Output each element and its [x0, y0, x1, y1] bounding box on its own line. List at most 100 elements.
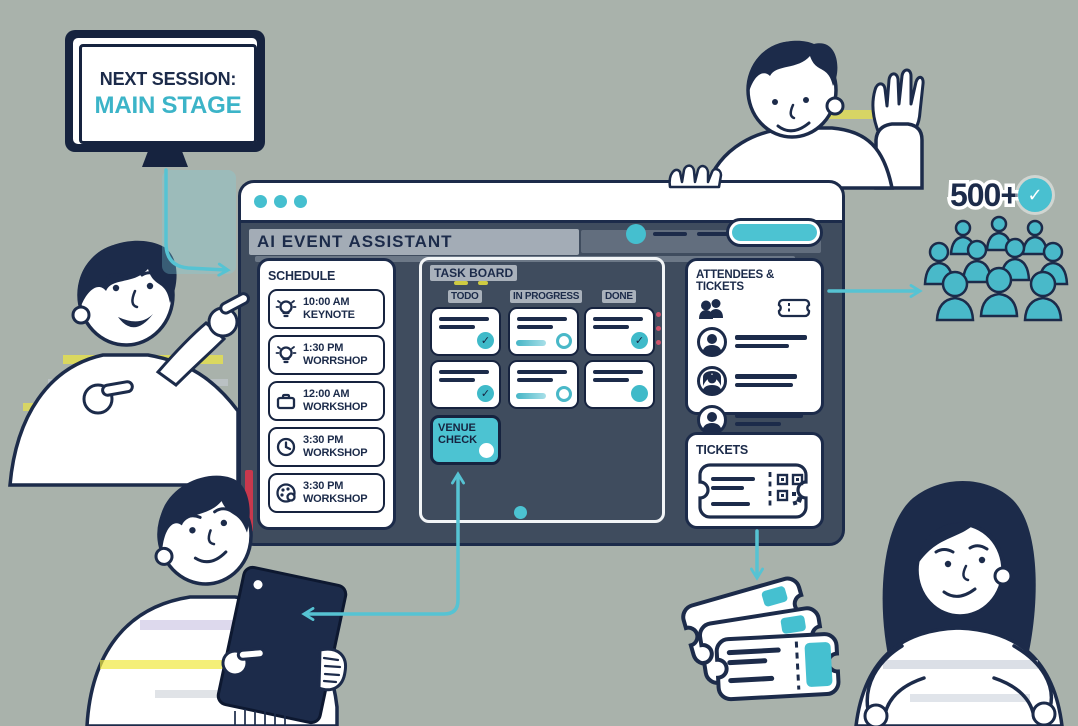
- red-accent-dot: [656, 311, 661, 317]
- capacity-count: 500+: [946, 174, 1022, 217]
- body: [85, 595, 339, 726]
- progress-indicator: [510, 362, 577, 407]
- dot-icon: [631, 384, 648, 402]
- sleeve: [874, 122, 924, 190]
- hair-back: [882, 480, 1036, 687]
- schedule-title: SCHEDULE: [268, 268, 336, 283]
- main-stage-label: MAIN STAGE: [94, 91, 242, 119]
- card-line: [593, 369, 643, 374]
- card-line: [517, 316, 567, 321]
- palette-icon: [276, 482, 296, 503]
- venue-check-label: VENUE CHECK: [438, 421, 478, 447]
- task-card[interactable]: ✓: [430, 306, 501, 356]
- task-board-title: TASK BOARD: [430, 264, 518, 281]
- session-label: WORKSHOP: [303, 446, 368, 459]
- task-card[interactable]: ✓: [430, 359, 501, 409]
- hair: [77, 240, 177, 309]
- body: [8, 353, 240, 487]
- qr-code: [776, 473, 804, 501]
- group-icon: [699, 298, 723, 319]
- header-toggle-dot[interactable]: [626, 223, 646, 244]
- card-line: [439, 377, 475, 382]
- body: [854, 626, 1064, 726]
- red-accent-dot: [656, 339, 661, 345]
- tapping-hand: [221, 647, 266, 677]
- attendee-row[interactable]: [696, 404, 813, 436]
- monitor-stand: [142, 150, 188, 167]
- red-accent-dot: [656, 325, 661, 331]
- session-label: KEYNOTE: [303, 308, 355, 321]
- session-label: WORKSHOP: [303, 492, 368, 505]
- yellow-accent: [478, 280, 488, 285]
- ticket-with-qr: [698, 462, 808, 519]
- checkmark-badge: ✓: [1018, 178, 1052, 212]
- waving-man-illustration: [703, 40, 925, 190]
- check-icon: ✓: [631, 331, 648, 349]
- right-arm: [1012, 644, 1053, 710]
- card-line: [517, 369, 567, 374]
- app-title: AI EVENT ASSISTANT: [257, 231, 453, 251]
- check-icon: ✓: [477, 384, 494, 402]
- attendee-row[interactable]: [696, 365, 813, 397]
- yellow-accent: [454, 280, 468, 285]
- task-card[interactable]: ✓: [508, 359, 579, 409]
- attendee-lines: [735, 409, 803, 430]
- body: [703, 126, 895, 190]
- header-pill-button[interactable]: [726, 217, 823, 247]
- attendee-lines: [735, 370, 797, 391]
- monitor-bezel: NEXT SESSION: MAIN STAGE: [73, 38, 257, 144]
- attendee-row[interactable]: [696, 326, 813, 358]
- hair: [747, 40, 838, 96]
- session-time: 3:30 PM: [303, 479, 344, 492]
- header-streak: [249, 228, 579, 255]
- card-line: [439, 316, 489, 321]
- venue-dot: [479, 442, 494, 458]
- lightbulb-icon: [275, 299, 297, 317]
- ticket-front: [716, 634, 839, 700]
- card-line: [593, 377, 629, 382]
- window-control-dot[interactable]: [294, 195, 307, 208]
- window-control-dot[interactable]: [274, 195, 287, 208]
- next-session-label: NEXT SESSION:: [99, 68, 237, 89]
- waving-hand: [871, 68, 925, 141]
- tickets-title: TICKETS: [696, 442, 749, 457]
- task-card[interactable]: ✓: [584, 359, 655, 409]
- task-card[interactable]: ✓: [508, 306, 579, 356]
- task-column-label: TODO: [448, 289, 482, 303]
- venue-check-card[interactable]: VENUE CHECK: [430, 414, 501, 465]
- holding-hand: [317, 647, 348, 692]
- ticket-middle: [696, 604, 829, 687]
- briefcase-icon: [276, 393, 296, 409]
- next-session-monitor: NEXT SESSION: MAIN STAGE: [65, 30, 265, 152]
- session-time: 3:30 PM: [303, 433, 344, 446]
- lightbulb-icon: [275, 345, 297, 363]
- window-control-dot[interactable]: [254, 195, 267, 208]
- session-time: 12:00 AM: [303, 387, 350, 400]
- progress-indicator: [510, 309, 577, 354]
- ticket-stack-illustration: [678, 573, 858, 712]
- ticket-back: [678, 573, 815, 669]
- task-column-label: IN PROGRESS: [510, 289, 583, 303]
- red-accent-strip: [245, 469, 253, 532]
- tickets-panel: TICKETS: [685, 431, 824, 529]
- check-icon: ✓: [477, 331, 494, 349]
- clock-icon: [276, 437, 296, 456]
- arrow-monitor-to-window: [164, 168, 231, 277]
- task-board: TASK BOARD TODO IN PROGRESS DONE ✓ ✓: [419, 256, 665, 523]
- capacity-count-text: 500+: [950, 177, 1018, 213]
- session-time: 10:00 AM: [303, 295, 350, 308]
- session-label: WORRSHOP: [303, 354, 368, 367]
- checkmark-icon: ✓: [1027, 184, 1043, 206]
- attendees-panel: ATTENDEES & TICKETS: [685, 257, 824, 435]
- task-card[interactable]: ✓: [584, 306, 655, 356]
- card-line: [593, 324, 629, 329]
- ticket-icon: [777, 298, 811, 318]
